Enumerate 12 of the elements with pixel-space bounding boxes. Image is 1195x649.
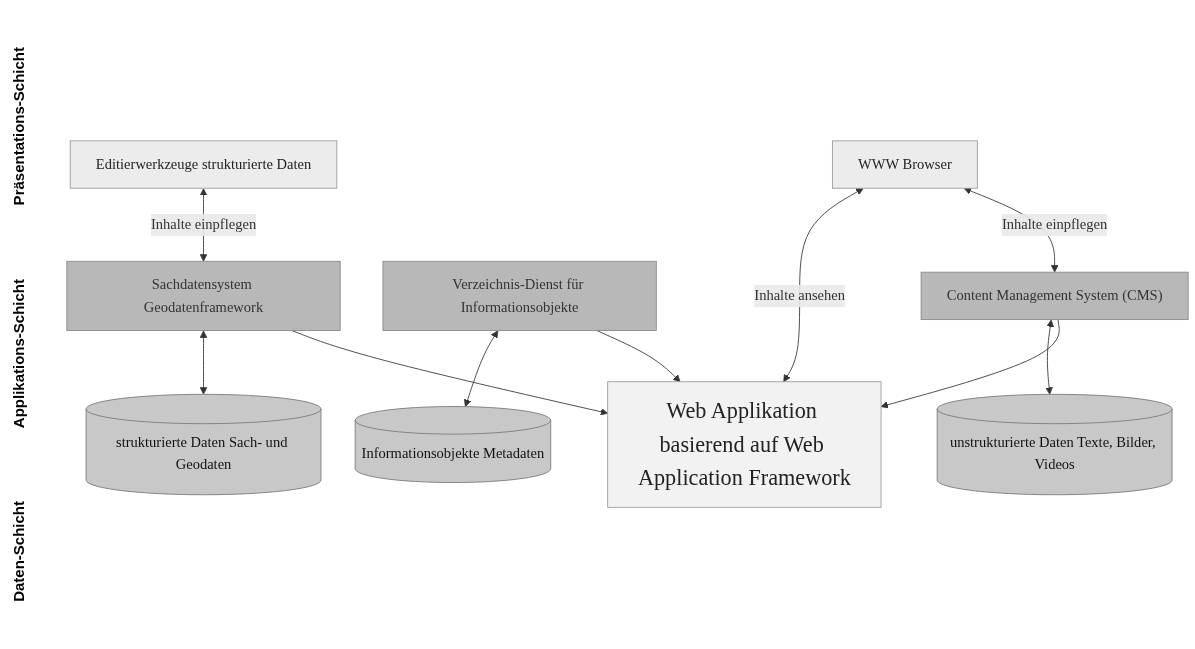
node-box: Editierwerkzeuge strukturierte Daten [69,140,338,190]
edge-label: Inhalte einpflegen [150,216,257,234]
edge-label: Inhalte ansehen [754,287,846,305]
node-box: Web Applikation basierend auf Web Application Framework [607,381,882,509]
edge-label: Inhalte einpflegen [1002,216,1108,234]
layer-label: Applikations-Schicht [10,278,28,428]
node-box: Verzeichnis-Dienst für Informationsobjekte [382,261,657,332]
node-box: Content Management System (CMS) [920,272,1189,321]
layer-label: Präsentations-Schicht [10,46,28,206]
node-box: WWW Browser [831,140,978,190]
node-box: Sachdatensystem Geodatenframework [66,261,341,332]
layer-label: Daten-Schicht [10,501,28,603]
